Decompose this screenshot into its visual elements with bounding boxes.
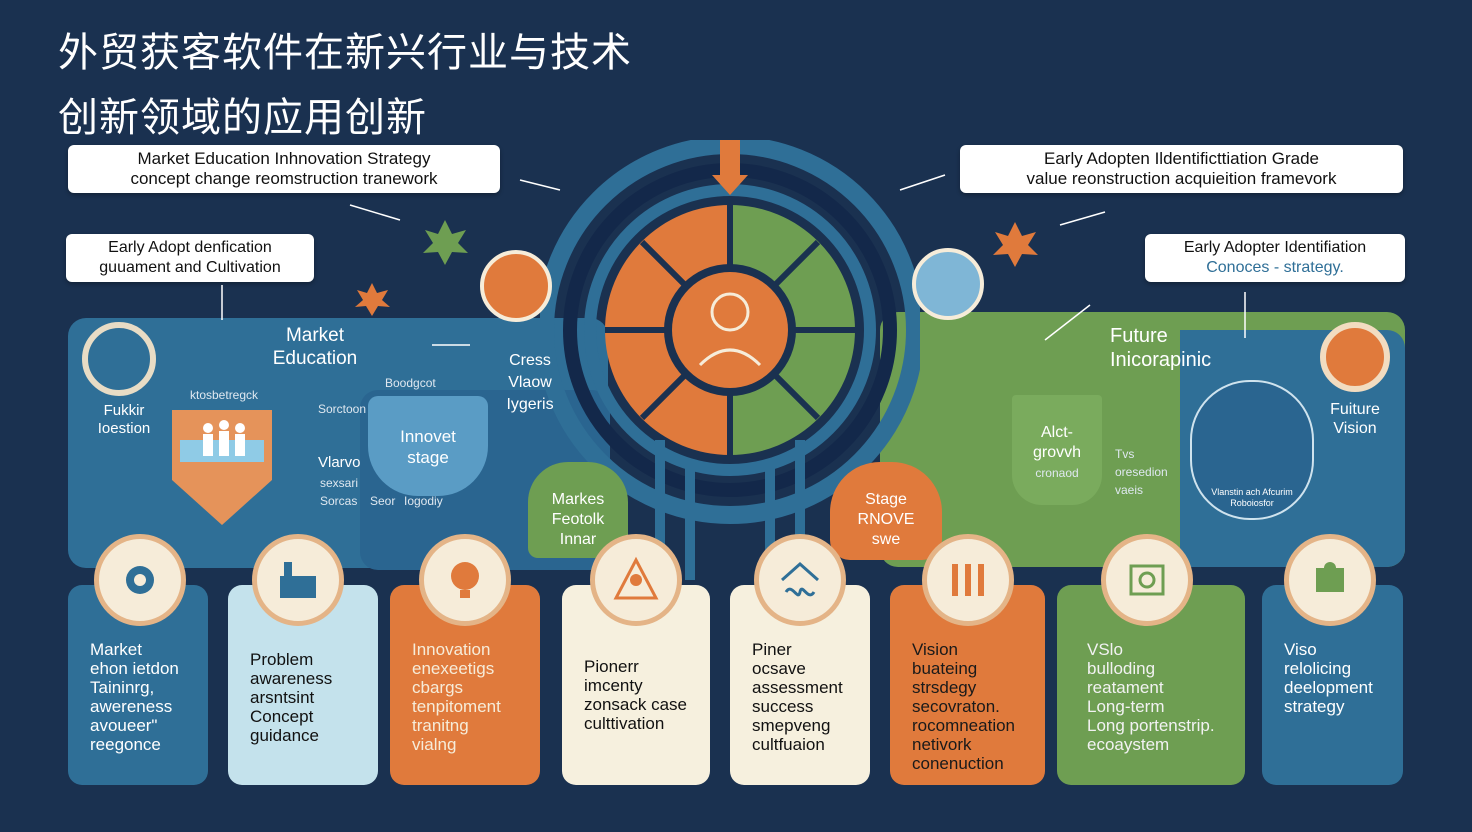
- card-text-line: Problem: [250, 650, 314, 669]
- growth-box-icon: [1101, 534, 1193, 626]
- lightbulb-head-icon: [419, 534, 511, 626]
- team-shield-icon: [172, 410, 272, 525]
- tag: Seor: [370, 494, 396, 508]
- card-text-line: Innovation: [412, 640, 491, 659]
- card-text-line: imcenty: [584, 676, 643, 695]
- idea-icon: [912, 248, 984, 320]
- card-text-line: Market: [90, 640, 142, 659]
- tag: Sorcas: [320, 494, 358, 508]
- decorative-arrows: [221, 174, 1246, 346]
- factory-icon: [252, 534, 344, 626]
- card-text-line: Long-term: [1087, 697, 1165, 716]
- tag: Sorctoon: [318, 402, 367, 416]
- card-text-line: Taininrg,: [90, 678, 155, 697]
- title-line-1: 外贸获客软件在新兴行业与技术: [58, 30, 632, 76]
- central-wheel: [540, 140, 920, 580]
- card-text-line: VSlo: [1087, 640, 1123, 659]
- card-text-line: assessment: [752, 678, 843, 697]
- card-text-line: arsntsint: [250, 688, 315, 707]
- card-text-line: avoueer": [90, 716, 158, 735]
- card-text-line: reatament: [1087, 678, 1164, 697]
- card-text-line: awareness: [250, 669, 333, 688]
- tag: ktosbetregck: [190, 388, 259, 402]
- card-text-line: deelopment: [1284, 678, 1373, 697]
- title-line-2: 创新领域的应用创新: [58, 95, 427, 141]
- location-pin-icon: [82, 322, 156, 396]
- card-text-line: smepveng: [752, 716, 831, 735]
- card-text-line: strategy: [1284, 697, 1345, 716]
- location-pin-icon: [1320, 322, 1390, 392]
- gear-people-icon: [94, 534, 186, 626]
- card-text-line: ecoaystem: [1087, 735, 1170, 754]
- lightbulb-icon: [480, 250, 552, 322]
- card-text-line: vialng: [412, 735, 457, 754]
- card-text-line: conenuction: [912, 754, 1004, 773]
- card-text-line: rocomneation: [912, 716, 1016, 735]
- card-text-line: secovraton.: [912, 697, 1000, 716]
- card-text-line: awereness: [90, 697, 173, 716]
- infinity-icon: [754, 534, 846, 626]
- card-text-line: reegonce: [90, 735, 161, 754]
- card-text-line: cultfuaion: [752, 735, 825, 754]
- card-text-line: bulloding: [1087, 659, 1156, 678]
- card-text-line: Vision: [912, 640, 958, 659]
- tag: Iogodiy: [404, 494, 443, 508]
- tag: Boodgcot: [385, 376, 436, 390]
- card-text-line: Piner: [752, 640, 792, 659]
- card-text-line: Concept: [250, 707, 314, 726]
- person-lightbulb-icon: [590, 534, 682, 626]
- card-text-line: ehon ietdon: [90, 659, 179, 678]
- card-text-line: enexeetigs: [412, 659, 495, 678]
- card-text-line: tenpitoment: [412, 697, 501, 716]
- card-text-line: guidance: [250, 726, 320, 745]
- puzzle-icon: [1284, 534, 1376, 626]
- card-text-line: zonsack case: [584, 695, 687, 714]
- card-text-line: strsdegy: [912, 678, 977, 697]
- network-nodes-icon: [922, 534, 1014, 626]
- card-text-line: buateing: [912, 659, 978, 678]
- card-text-line: tranitng: [412, 716, 469, 735]
- card-text-line: relolicing: [1284, 659, 1352, 678]
- card-text-line: cbargs: [412, 678, 464, 697]
- card-text-line: Viso: [1284, 640, 1317, 659]
- card-text-line: Pionerr: [584, 657, 639, 676]
- card-text-line: success: [752, 697, 814, 716]
- card-text-line: culttivation: [584, 714, 665, 733]
- card-text-line: ocsave: [752, 659, 806, 678]
- card-text-line: netivork: [912, 735, 972, 754]
- card-text-line: Long portenstrip.: [1087, 716, 1215, 735]
- tag: sexsari: [320, 476, 359, 490]
- tag: Vlarvo: [318, 454, 361, 471]
